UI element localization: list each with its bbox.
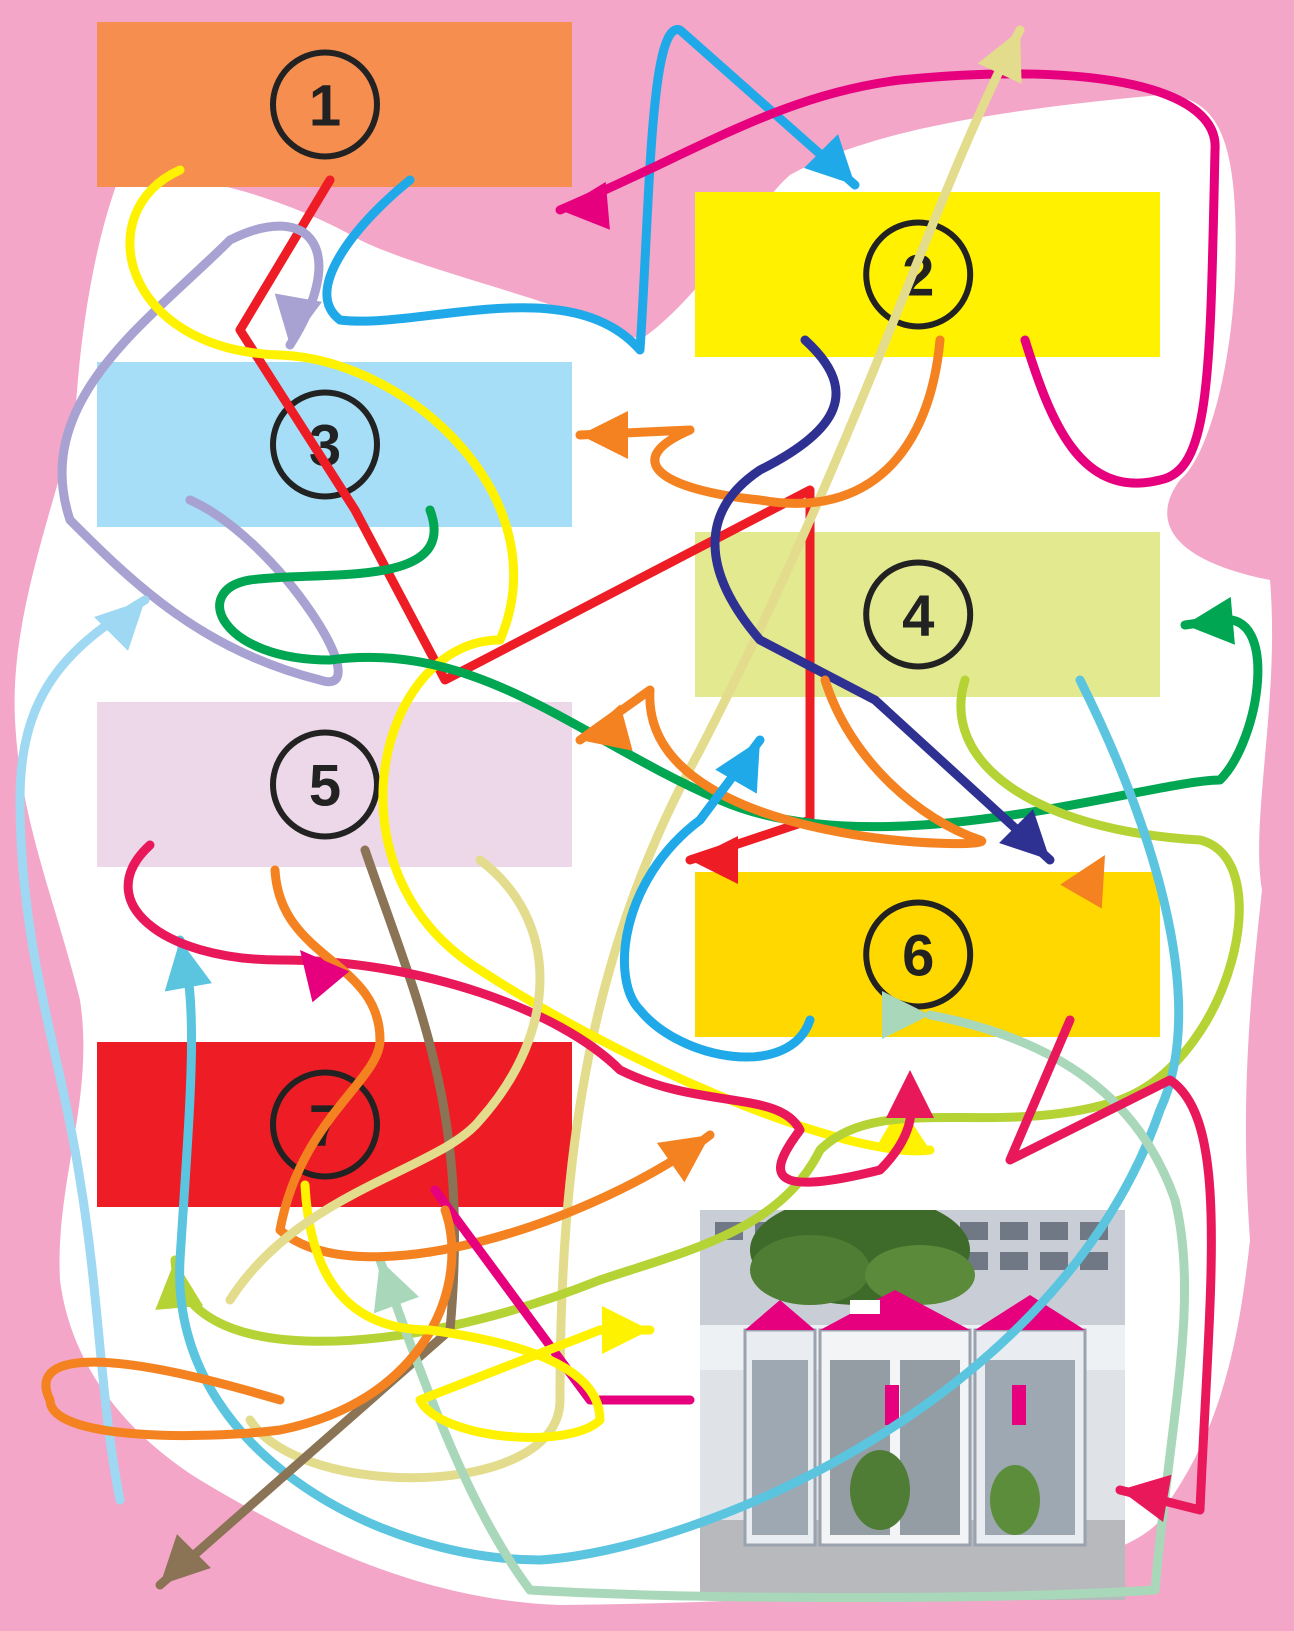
box-1: 1 <box>97 22 572 187</box>
box-6-number: 6 <box>902 924 934 989</box>
box-7: 7 <box>97 1042 572 1207</box>
box-2: 2 <box>695 192 1160 357</box>
box-4-number: 4 <box>902 584 934 649</box>
box-5-number: 5 <box>309 754 341 819</box>
box-1-number: 1 <box>309 74 341 139</box>
box-5: 5 <box>97 702 572 867</box>
telephone-booth-photo <box>700 1195 1125 1600</box>
